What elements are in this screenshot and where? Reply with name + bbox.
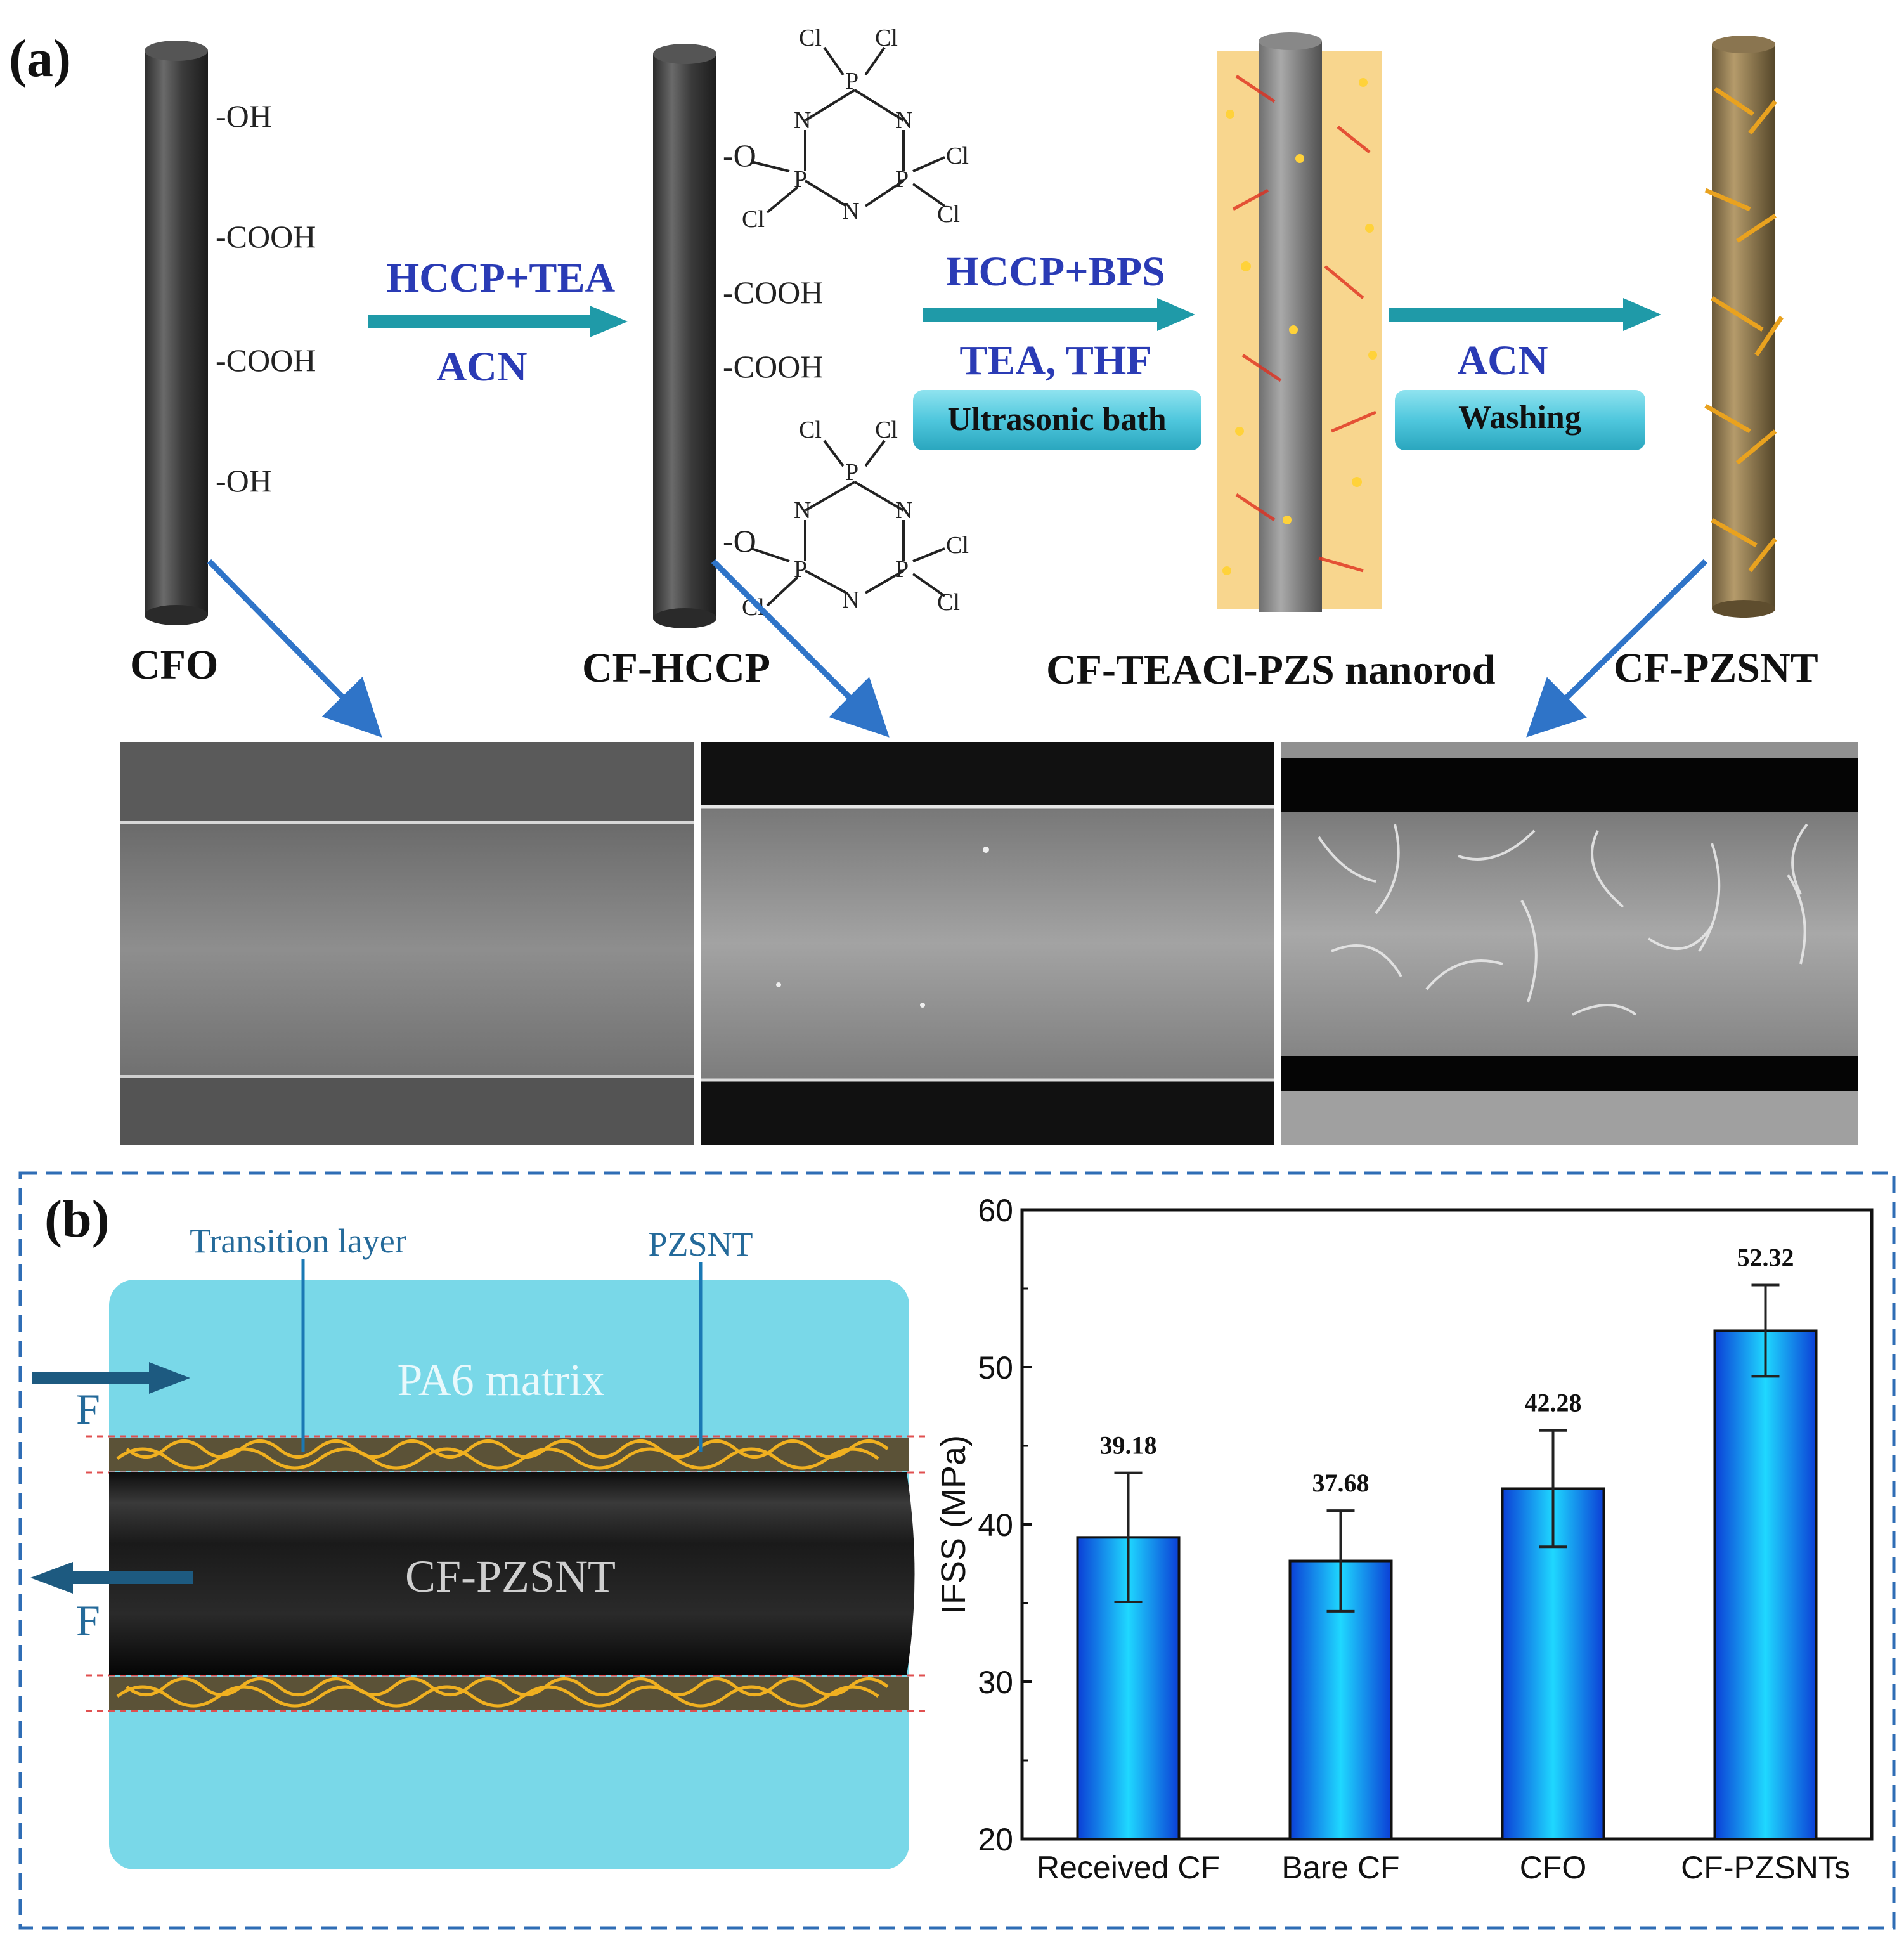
pointer-arrow-cf-hccp [711,559,890,738]
bar-value-label: 39.18 [1100,1431,1157,1460]
cf-hccp-group-1: -O [723,138,756,173]
bar-value-label: 42.28 [1525,1389,1582,1417]
cf-pzsnt-fiber [1704,36,1784,618]
ultrasonic-bath-box: Ultrasonic bath [913,390,1201,450]
x-category-label: Bare CF [1281,1850,1399,1885]
interface-schematic [86,1280,926,1869]
y-tick-label: 40 [978,1507,1013,1543]
hccp-ring-bottom: Cl Cl P N N P P N Cl Cl Cl [742,417,969,621]
hccp-bottom-cl-3: Cl [946,532,969,559]
y-tick-label: 30 [978,1665,1013,1700]
washing-box: Washing [1395,390,1645,450]
hccp-bottom-p-3: P [895,556,909,583]
hccp-top-p-2: P [794,166,807,193]
hccp-bottom-n-1: N [794,497,811,524]
force-arrow-right [32,1362,190,1394]
y-tick-label: 60 [978,1193,1013,1228]
bar-value-label: 37.68 [1312,1469,1370,1497]
hccp-bottom-p-2: P [794,556,807,583]
fiber-label: CF-PZSNT [405,1551,616,1602]
cf-teacl-pzs-fiber [1217,32,1382,612]
step2-conditions: TEA, THF [959,337,1151,384]
step1-arrow [368,306,628,337]
force-label-bottom: F [76,1596,100,1644]
force-arrow-left [30,1562,193,1594]
hccp-top-p-1: P [845,68,858,94]
panel-a-label: (a) [9,29,71,88]
step2-arrow [923,298,1195,331]
chart-ylabel: IFSS (MPa) [935,1435,973,1614]
hccp-bottom-cl-2: Cl [875,417,898,443]
panel-b-label: (b) [44,1190,110,1249]
cfo-group-2: -COOH [216,219,316,254]
hccp-bottom-cl-1: Cl [799,417,822,443]
pzsnt-label: PZSNT [648,1225,753,1263]
cfo-group-4: -OH [216,463,272,498]
cfo-fiber [145,41,208,625]
label-cf-hccp: CF-HCCP [582,645,770,691]
step2-reagents: HCCP+BPS [946,249,1165,295]
sem-image-cf-hccp [701,742,1274,1145]
x-category-label: Received CF [1037,1850,1220,1885]
cf-hccp-group-3: -COOH [723,349,823,384]
cf-hccp-group-2: -COOH [723,275,823,310]
hccp-top-cl-4: Cl [937,201,960,228]
label-cf-teacl-pzs: CF-TEACl-PZS nanorod [1046,647,1495,693]
hccp-top-cl-3: Cl [946,143,969,169]
sem-image-cfo [120,742,694,1145]
hccp-bottom-cl-4: Cl [937,589,960,616]
pointer-arrow-cfo [207,559,382,738]
matrix-label: PA6 matrix [397,1355,604,1405]
ultrasonic-bath-label: Ultrasonic bath [947,401,1166,438]
hccp-bottom-p-1: P [845,459,858,486]
bar-4 [1713,1329,1818,1841]
step3-solvent: ACN [1458,337,1548,384]
force-label-top: F [76,1385,100,1433]
pointer-arrow-cf-pzsnt [1526,559,1708,738]
hccp-top-cl-5: Cl [742,206,765,233]
label-cfo: CFO [130,642,218,688]
step1-reagents: HCCP+TEA [387,255,616,301]
cf-hccp-group-4: -O [723,523,756,559]
x-category-label: CFO [1520,1850,1587,1885]
hccp-top-cl-1: Cl [799,25,822,51]
hccp-top-cl-2: Cl [875,25,898,51]
hccp-top-p-3: P [895,166,909,193]
hccp-top-n-1: N [794,107,811,134]
washing-label: Washing [1458,400,1581,436]
cf-pzsnt-core [109,1472,915,1675]
label-cf-pzsnt: CF-PZSNT [1614,645,1818,691]
pointer-arrows [207,559,1708,738]
x-category-label: CF-PZSNTs [1681,1850,1850,1885]
sem-image-cf-pzsnt [1281,742,1858,1145]
hccp-bottom-n-3: N [842,587,859,613]
cf-hccp-fiber [653,44,716,628]
cfo-group-3: -COOH [216,342,316,378]
hccp-ring-top: Cl Cl P N N P P N Cl Cl Cl [742,25,969,233]
bar-value-label: 52.32 [1737,1244,1794,1272]
hccp-top-n-3: N [842,198,859,224]
step1-solvent: ACN [437,344,528,390]
transition-layer-label: Transition layer [190,1222,406,1260]
y-tick-label: 50 [978,1350,1013,1386]
cfo-group-1: -OH [216,98,272,134]
hccp-top-n-2: N [895,107,912,134]
hccp-bottom-n-2: N [895,497,912,524]
panel-b-frame [18,1171,1896,1930]
step3-arrow [1389,298,1661,331]
y-tick-label: 20 [978,1822,1013,1857]
